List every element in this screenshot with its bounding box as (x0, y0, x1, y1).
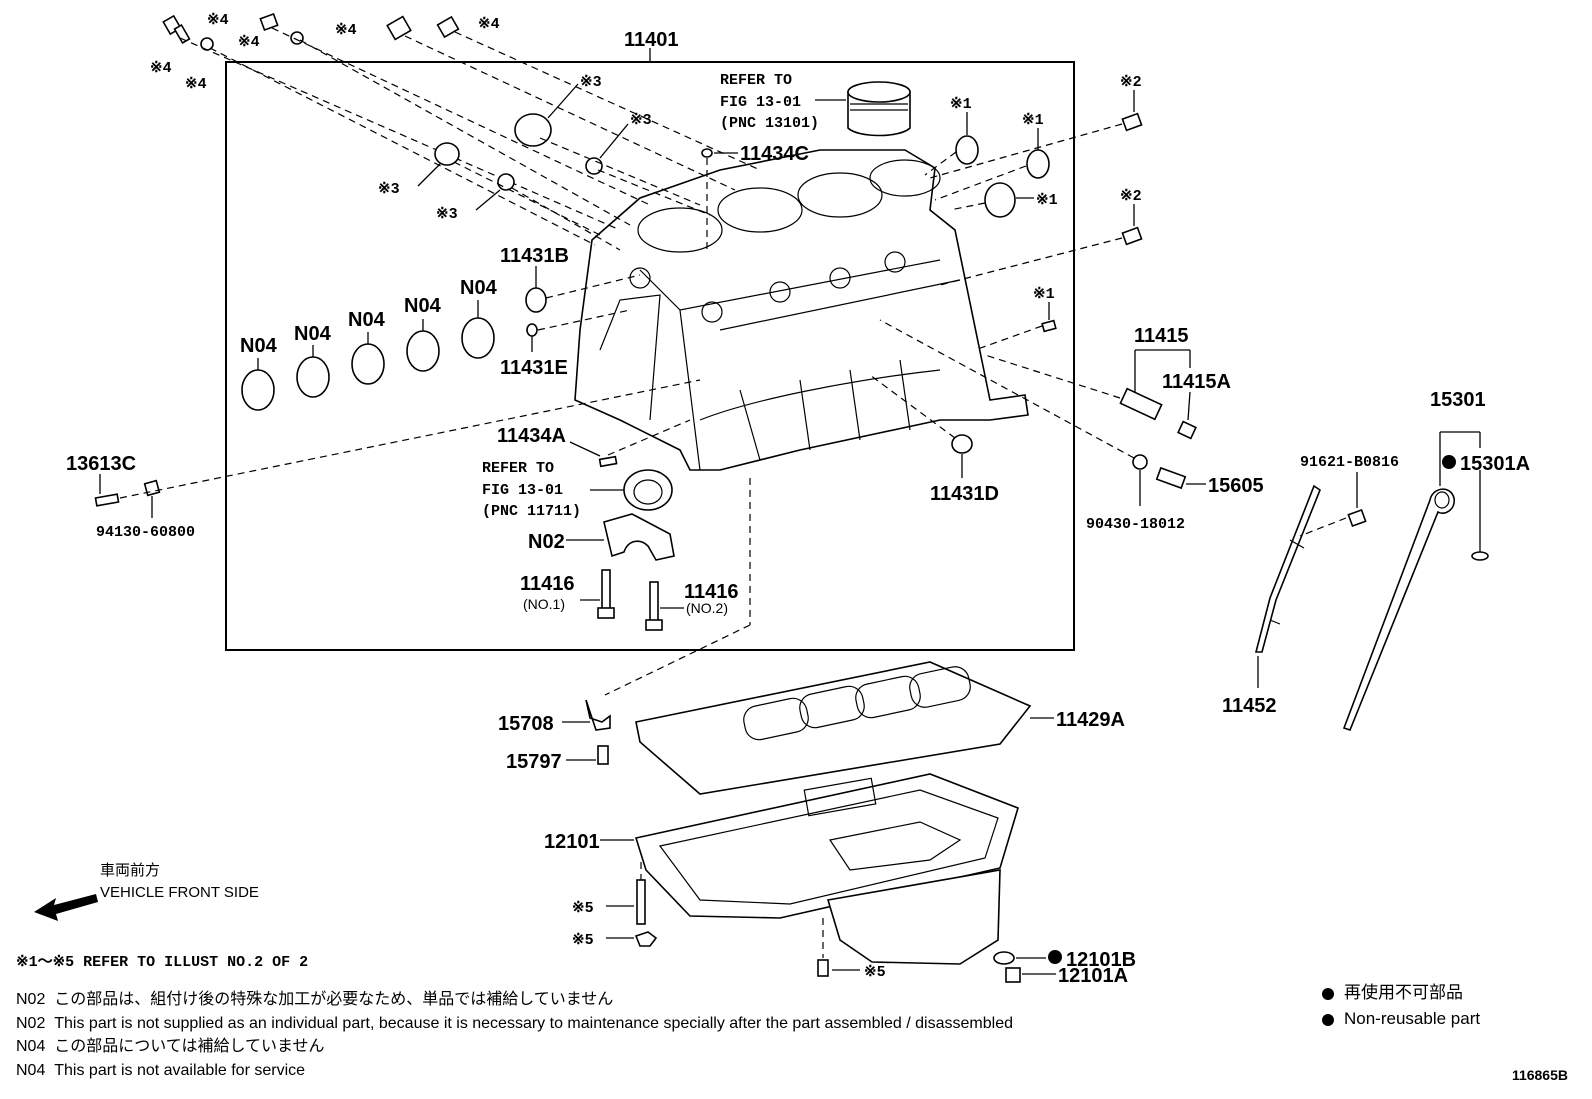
ref-piston-line3: (PNC 13101) (720, 115, 819, 132)
label-11434A[interactable]: 11434A (497, 425, 566, 447)
mark-5-a: ※5 (572, 900, 594, 917)
vehicle-front-arrow-icon (34, 894, 98, 921)
label-11416-no2-sub: (NO.2) (686, 600, 728, 616)
mark-1-a: ※1 (950, 96, 972, 113)
mark-4-c: ※4 (207, 12, 229, 29)
mark-4-b: ※4 (185, 76, 207, 93)
label-11452[interactable]: 11452 (1222, 695, 1277, 717)
expansion-plugs-mark1 (955, 135, 1057, 333)
non-reusable-dot-12101B (1048, 950, 1062, 964)
label-11429A[interactable]: 11429A (1056, 709, 1125, 731)
crank-bearings-N04 (241, 317, 495, 411)
note-row: N02 この部品は、組付け後の特殊な加工が必要なため、単品では補給していません (16, 991, 614, 1008)
label-N04-5[interactable]: N04 (460, 277, 498, 299)
mark-2-b: ※2 (1120, 188, 1142, 205)
label-15301A[interactable]: 15301A (1460, 453, 1530, 475)
label-N04-1[interactable]: N04 (240, 335, 278, 357)
ref-bearing-line1: REFER TO (482, 460, 554, 477)
mark-4-a: ※4 (150, 60, 172, 77)
label-13613C[interactable]: 13613C (66, 453, 136, 475)
ref-piston-line1: REFER TO (720, 72, 792, 89)
mark-3-d: ※3 (436, 206, 458, 223)
refer-illust-note: ※1～※5 REFER TO ILLUST NO.2 OF 2 (16, 954, 309, 971)
mark-3-a: ※3 (580, 74, 602, 91)
mark-5-b: ※5 (572, 932, 594, 949)
label-11431B[interactable]: 11431B (500, 245, 569, 267)
mark-4-e: ※4 (335, 22, 357, 39)
ref-bearing-line2: FIG 13-01 (482, 482, 563, 499)
label-11416-no2[interactable]: 11416 (684, 581, 739, 603)
label-12101B[interactable]: 12101B (1066, 949, 1136, 971)
label-11415A[interactable]: 11415A (1162, 371, 1231, 393)
vehicle-front-en: VEHICLE FRONT SIDE (100, 884, 259, 901)
oil-pan-12101 (634, 773, 1019, 965)
label-15301[interactable]: 15301 (1430, 389, 1486, 411)
note-row: N02 This part is not supplied as an indi… (16, 1014, 1013, 1032)
filled-dot-icon (1322, 987, 1334, 1000)
label-12101[interactable]: 12101 (544, 831, 600, 853)
label-11416-no1[interactable]: 11416 (520, 573, 575, 595)
legend-row-en: Non-reusable part (1322, 1006, 1480, 1032)
baffle-plate-11429A (635, 661, 1032, 795)
mark-1-b: ※1 (1022, 112, 1044, 129)
mark-3-c: ※3 (378, 181, 400, 198)
label-11416-no1-sub: (NO.1) (523, 596, 565, 612)
label-15605[interactable]: 15605 (1208, 475, 1264, 497)
label-12101A[interactable]: 12101A (1058, 965, 1128, 987)
oil-strainer-bracket-15708 (585, 699, 611, 731)
top-left-fasteners (162, 12, 460, 51)
label-N04-2[interactable]: N04 (294, 323, 332, 345)
label-11431E[interactable]: 11431E (500, 357, 568, 379)
main-bearing-cap-bolts (597, 569, 663, 631)
label-15708[interactable]: 15708 (498, 713, 554, 735)
bearing-cap-N02 (603, 513, 675, 561)
non-reusable-dot-15301A (1442, 455, 1456, 469)
label-90430-18012[interactable]: 90430-18012 (1086, 516, 1185, 533)
legend: 再使用不可部品 Non-reusable part (1322, 980, 1480, 1032)
mark-4-d: ※4 (238, 34, 260, 51)
label-N02[interactable]: N02 (528, 531, 565, 553)
label-91621-B0816[interactable]: 91621-B0816 (1300, 454, 1399, 471)
mark-1-c: ※1 (1036, 192, 1058, 209)
filled-dot-icon (1322, 1013, 1334, 1026)
piston-drawing (815, 81, 911, 137)
mark-2-a: ※2 (1120, 74, 1142, 91)
cylinder-block-drawing[interactable] (574, 149, 1029, 471)
expansion-plugs-mark3 (434, 113, 603, 191)
sensor-11415 (1119, 387, 1163, 421)
label-11415[interactable]: 11415 (1134, 325, 1189, 347)
vehicle-front-side-label: 車両前方 VEHICLE FRONT SIDE (100, 860, 259, 904)
mark-1-d: ※1 (1033, 286, 1055, 303)
legend-row-jp: 再使用不可部品 (1322, 980, 1480, 1006)
mark-3-b: ※3 (630, 112, 652, 129)
illustration-id: 116865B (1511, 1067, 1568, 1083)
label-N04-4[interactable]: N04 (404, 295, 442, 317)
mark-4-f: ※4 (478, 16, 500, 33)
ref-bearing-line3: (PNC 11711) (482, 503, 581, 520)
mark-5-c: ※5 (864, 964, 886, 981)
label-11401[interactable]: 11401 (624, 29, 679, 51)
vehicle-front-jp: 車両前方 (100, 862, 161, 879)
note-row: N04 この部品については補給していません (16, 1038, 325, 1055)
label-15797[interactable]: 15797 (506, 751, 562, 773)
gauge-guide-11452 (1254, 484, 1321, 653)
notes-block: N02 この部品は、組付け後の特殊な加工が必要なため、単品では補給していません … (16, 988, 1013, 1082)
plugs-mark2 (1121, 112, 1143, 246)
label-11434C[interactable]: 11434C (740, 143, 809, 165)
oil-dipstick-15301 (1342, 488, 1455, 731)
note-row: N04 This part is not available for servi… (16, 1061, 306, 1079)
label-N04-3[interactable]: N04 (348, 309, 386, 331)
ref-piston-line2: FIG 13-01 (720, 94, 801, 111)
label-94130-60800[interactable]: 94130-60800 (96, 524, 195, 541)
label-11431D[interactable]: 11431D (930, 483, 999, 505)
